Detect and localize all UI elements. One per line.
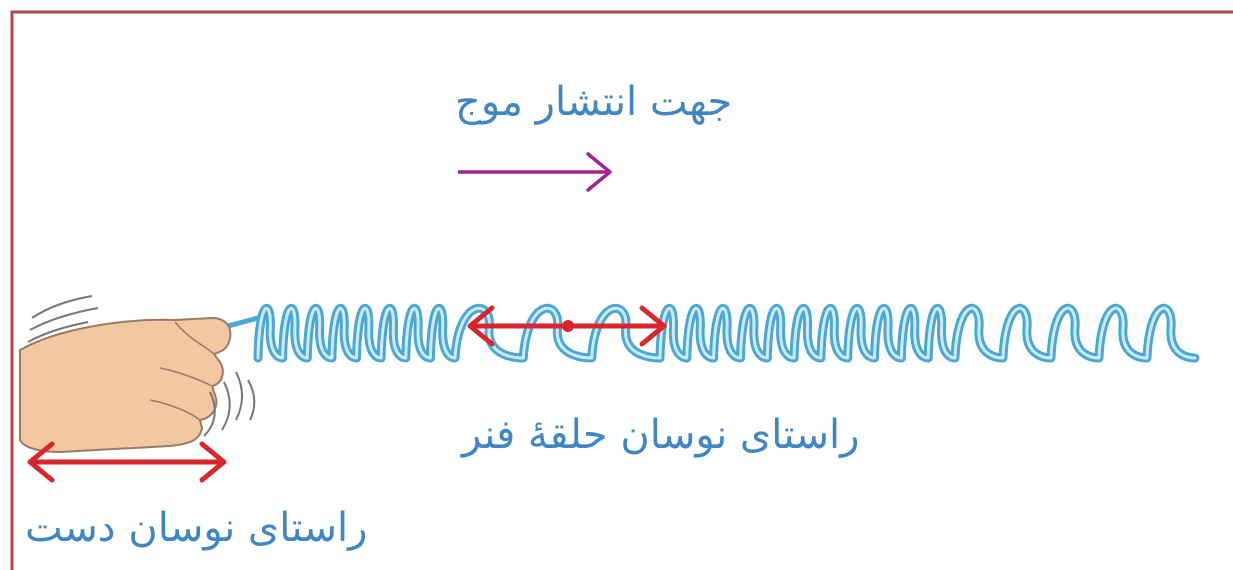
coil-point-marker bbox=[562, 320, 574, 332]
hand-icon bbox=[19, 295, 256, 454]
figure-frame bbox=[10, 10, 1233, 570]
coil-oscillation-label: راستای نوسان حلقهٔ فنر bbox=[462, 412, 860, 458]
hand-oscillation-double-arrow bbox=[27, 441, 227, 483]
spring-coil-icon bbox=[227, 303, 1200, 363]
coil-oscillation-double-arrow bbox=[467, 305, 667, 347]
hand-oscillation-label: راستای نوسان دست bbox=[25, 505, 368, 551]
wave-direction-label: جهت انتشار موج bbox=[455, 79, 733, 125]
wave-direction-arrow bbox=[458, 152, 612, 192]
